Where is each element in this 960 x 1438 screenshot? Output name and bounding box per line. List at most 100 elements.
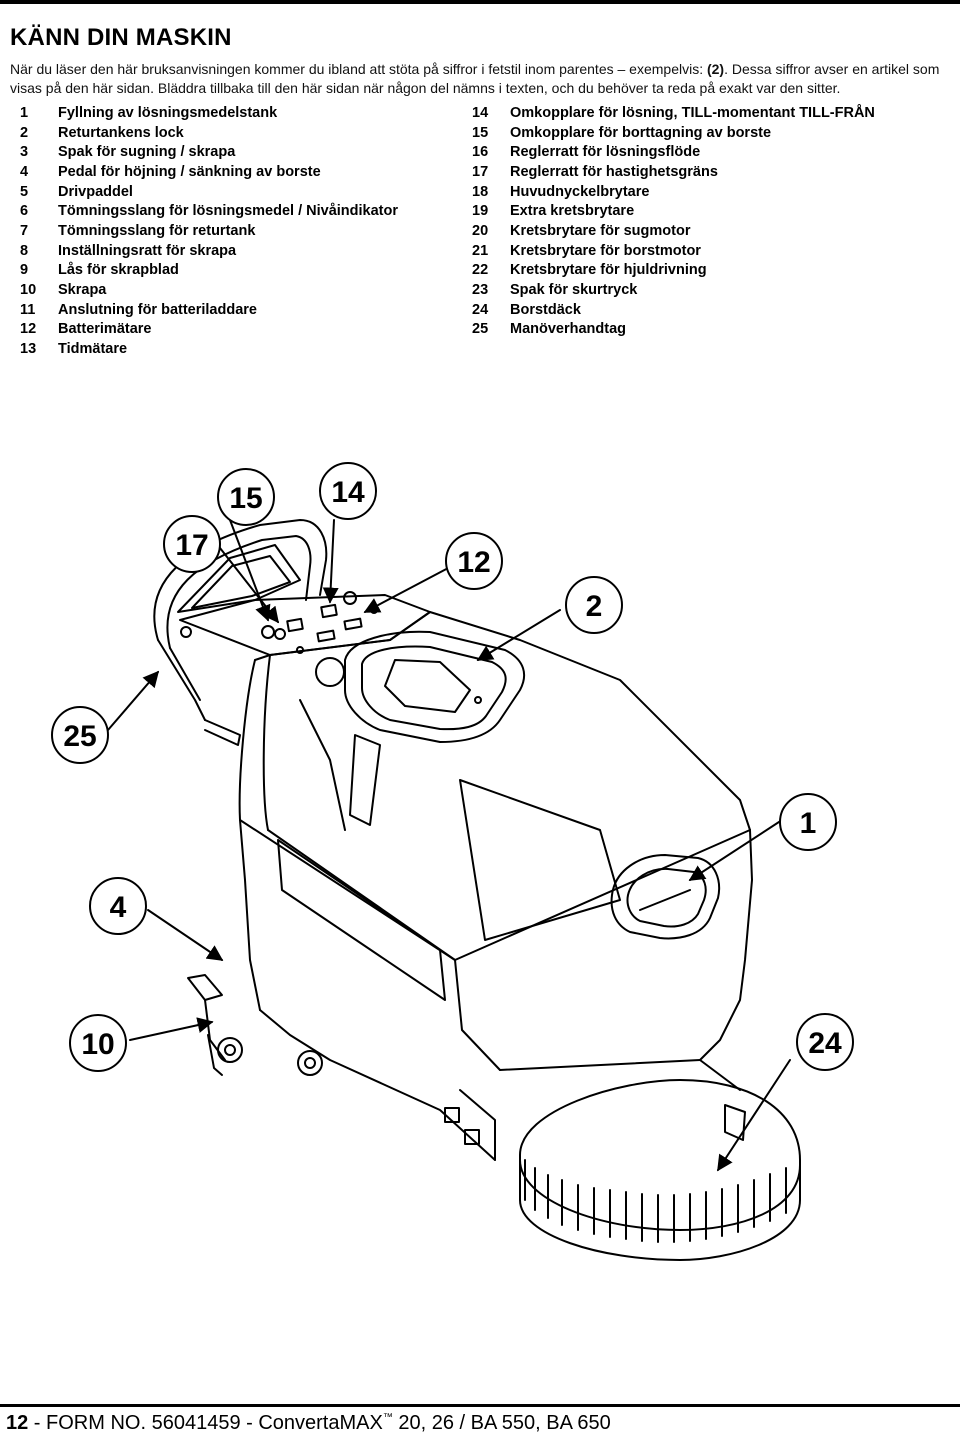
model-list: 20, 26 / BA 550, BA 650 <box>392 1412 611 1434</box>
footer-separator: - <box>28 1412 47 1434</box>
parts-list-item: 4 Pedal för höjning / sänkning av borste <box>20 162 398 182</box>
leader-1 <box>688 819 783 881</box>
part-number: 19 <box>472 203 489 220</box>
part-label: Borstdäck <box>510 301 581 318</box>
leader-14 <box>322 519 339 604</box>
leader-15 <box>229 519 271 622</box>
callout-25: 25 <box>63 720 96 753</box>
parts-list-left: 1 Fyllning av lösningsmedelstank 2 Returta… <box>20 103 398 359</box>
part-label: Spak för sugning / skrapa <box>58 144 236 161</box>
parts-list-item: 19 Extra kretsbrytare <box>472 201 875 221</box>
part-label: Huvudnyckelbrytare <box>510 183 650 200</box>
part-number: 11 <box>20 301 36 318</box>
page-title: KÄNN DIN MASKIN <box>10 24 232 51</box>
lower-chassis <box>259 1009 741 1161</box>
parts-list-item: 6 Tömningsslang för lösningsmedel / Nivåi… <box>20 201 398 221</box>
page-number: 12 <box>6 1412 29 1434</box>
callout-17: 17 <box>175 529 208 562</box>
parts-list-item: 23 Spak för skurtryck <box>472 280 875 300</box>
leader-10 <box>129 1017 214 1041</box>
parts-list-item: 2 Returtankens lock <box>20 123 398 143</box>
callout-2-circle <box>565 576 623 634</box>
parts-list-item: 22 Kretsbrytare för hjuldrivning <box>472 261 875 281</box>
part-number: 1 <box>20 104 29 121</box>
part-label: Pedal för höjning / sänkning av borste <box>58 163 321 180</box>
leader-17 <box>219 547 279 624</box>
part-label: Omkopplare för lösning, TILL-momentant T… <box>510 104 875 121</box>
top-rule <box>0 0 960 4</box>
part-number: 16 <box>472 144 489 161</box>
part-number: 17 <box>472 163 489 180</box>
callout-1-circle <box>779 793 837 851</box>
part-number: 4 <box>20 163 29 180</box>
part-label: Tömningsslang för returtank <box>58 222 256 239</box>
part-number: 5 <box>20 183 29 200</box>
part-label: Drivpaddel <box>58 183 133 200</box>
part-number: 20 <box>472 222 489 239</box>
part-number: 13 <box>20 341 37 358</box>
part-number: 12 <box>20 321 37 338</box>
part-label: Kretsbrytare för sugmotor <box>510 222 691 239</box>
callout-10: 10 <box>81 1028 114 1061</box>
part-number: 22 <box>472 262 489 279</box>
part-number: 18 <box>472 183 489 200</box>
part-number: 21 <box>472 242 489 259</box>
callout-labels: 17 15 14 12 2 25 1 4 10 24 <box>63 476 842 1061</box>
part-label: Manöverhandtag <box>510 321 627 338</box>
parts-list-item: 18 Huvudnyckelbrytare <box>472 182 875 202</box>
recovery-tank-lid <box>344 630 526 743</box>
callout-leader-lines <box>107 519 791 1172</box>
parts-list-item: 9 Lås för skrapblad <box>20 261 398 281</box>
part-label: Lås för skrapblad <box>58 262 179 279</box>
parts-list-item: 3 Spak för sugning / skrapa <box>20 142 398 162</box>
leader-4 <box>147 909 224 961</box>
parts-list-item: 21 Kretsbrytare för borstmotor <box>472 241 875 261</box>
part-label: Omkopplare för borttagning av borste <box>510 124 772 141</box>
callout-25-circle <box>51 706 109 764</box>
part-label: Extra kretsbrytare <box>510 203 635 220</box>
part-label: Inställningsratt för skrapa <box>58 242 237 259</box>
machine-illustration: 17 15 14 12 2 25 1 4 10 24 <box>51 462 854 1261</box>
part-label: Returtankens lock <box>58 124 184 141</box>
part-number: 14 <box>472 104 489 121</box>
part-number: 2 <box>20 124 29 141</box>
callout-10-circle <box>69 1014 127 1072</box>
part-label: Skrapa <box>58 282 107 299</box>
callout-24-circle <box>796 1013 854 1071</box>
intro-text-1: När du läser den här bruksanvisningen ko… <box>10 61 707 77</box>
part-number: 9 <box>20 262 29 279</box>
operating-handle <box>153 519 328 746</box>
part-label: Spak för skurtryck <box>510 282 638 299</box>
part-label: Anslutning för batteriladdare <box>58 301 257 318</box>
parts-list-item: 14 Omkopplare för lösning, TILL-momentant… <box>472 103 875 123</box>
part-number: 7 <box>20 222 29 239</box>
leader-25 <box>107 670 160 731</box>
leader-24 <box>717 1059 791 1172</box>
part-label: Kretsbrytare för borstmotor <box>510 242 701 259</box>
parts-list-item: 1 Fyllning av lösningsmedelstank <box>20 103 398 123</box>
leader-12 <box>363 565 453 613</box>
part-number: 24 <box>472 301 489 318</box>
form-number: FORM NO. 56041459 - ConvertaMAX <box>46 1412 383 1434</box>
part-number: 3 <box>20 144 29 161</box>
part-number: 6 <box>20 203 29 220</box>
parts-list-item: 20 Kretsbrytare för sugmotor <box>472 221 875 241</box>
part-number: 23 <box>472 282 489 299</box>
callout-14: 14 <box>331 476 365 509</box>
callout-12: 12 <box>457 546 490 579</box>
part-number: 15 <box>472 124 489 141</box>
callout-17-circle <box>163 515 221 573</box>
part-label: Tömningsslang för lösningsmedel / Nivåin… <box>58 203 398 220</box>
parts-list-item: 15 Omkopplare för borttagning av borste <box>472 123 875 143</box>
page-footer: 12 - FORM NO. 56041459 - ConvertaMAX™ 20… <box>6 1412 611 1435</box>
tank-body <box>238 611 753 1071</box>
part-label: Fyllning av lösningsmedelstank <box>58 104 278 121</box>
callout-circles <box>51 462 854 1072</box>
callout-4: 4 <box>110 891 127 924</box>
part-label: Kretsbrytare för hjuldrivning <box>510 262 707 279</box>
parts-list-item: 11 Anslutning för batteriladdare <box>20 300 398 320</box>
